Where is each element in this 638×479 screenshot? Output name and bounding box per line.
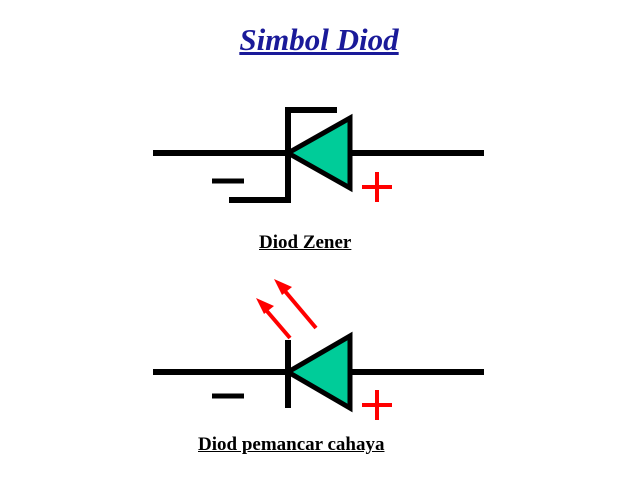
- light-emission-arrow-icon: [256, 298, 292, 340]
- zener-diode-label: Diod Zener: [259, 232, 352, 253]
- led-diode-symbol: [153, 279, 484, 420]
- zener-plus-sign: [362, 172, 392, 202]
- led-diode-label: Diod pemancar cahaya: [198, 434, 385, 455]
- zener-triangle: [282, 113, 353, 193]
- page-title: Simbol Diod: [239, 22, 399, 57]
- led-plus-sign: [362, 390, 392, 420]
- led-triangle: [283, 331, 353, 413]
- zener-cathode-bar: [229, 107, 337, 203]
- zener-diode-symbol: [153, 107, 484, 203]
- light-emission-arrow-icon: [274, 279, 318, 330]
